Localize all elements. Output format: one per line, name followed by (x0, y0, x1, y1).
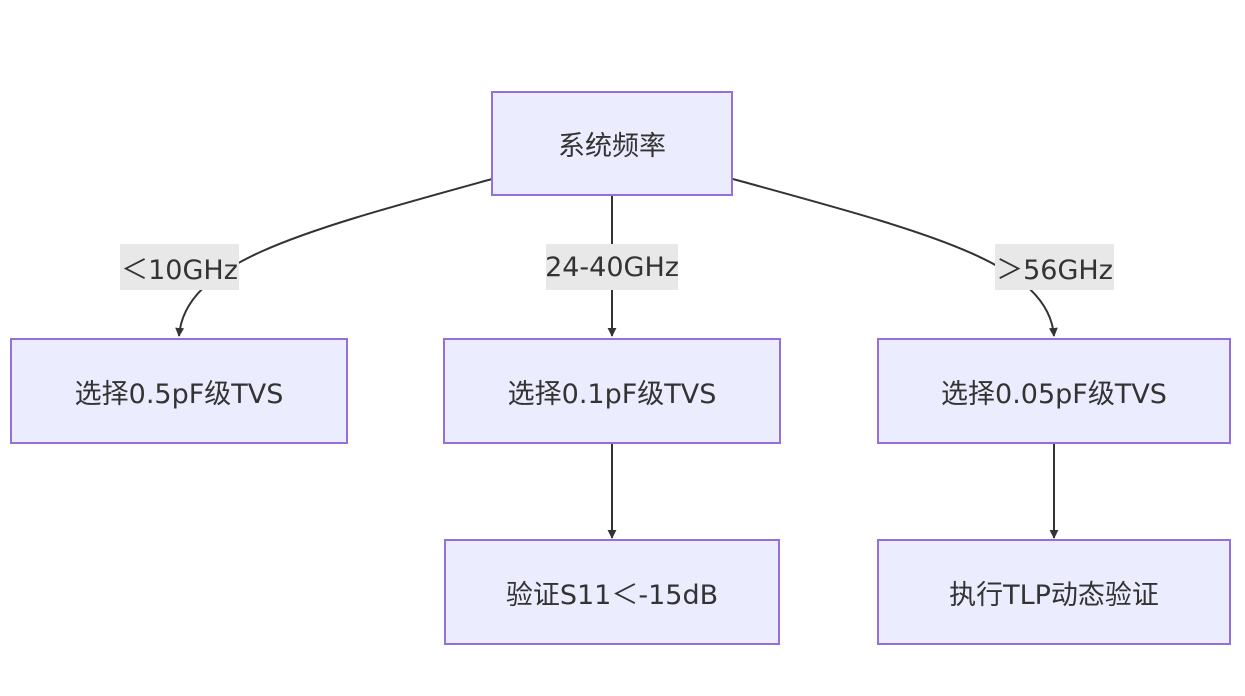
edge-root-to-tvs-005 (732, 178, 1058, 337)
edge-label-gt56ghz: ＞56GHz (995, 244, 1114, 290)
node-tlp-dynamic-verify: 执行TLP动态验证 (877, 539, 1231, 645)
edge-root-to-tvs-05 (175, 178, 493, 337)
node-verify-s11: 验证S11＜-15dB (444, 539, 780, 645)
node-select-tvs-0-05pf: 选择0.05pF级TVS (877, 338, 1231, 444)
edge-label-24-40ghz: 24-40GHz (545, 244, 679, 290)
edge-label-lt10ghz: ＜10GHz (120, 244, 239, 290)
node-select-tvs-0-5pf: 选择0.5pF级TVS (10, 338, 348, 444)
node-select-tvs-0-1pf: 选择0.1pF级TVS (443, 338, 781, 444)
node-system-frequency: 系统频率 (491, 91, 733, 196)
